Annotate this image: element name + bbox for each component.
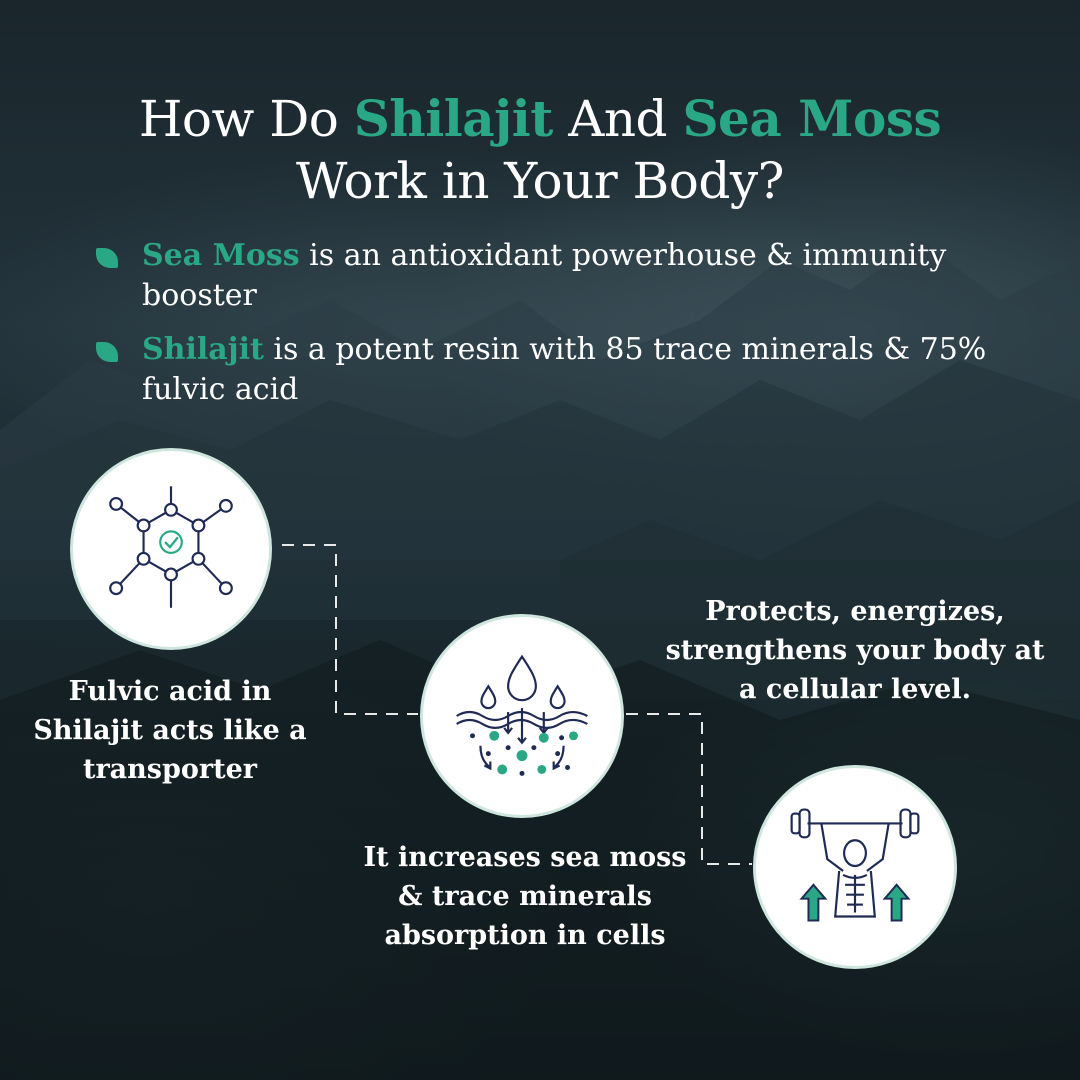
page-title: How Do Shilajit And Sea Moss Work in You… <box>0 88 1080 212</box>
benefit-list: Sea Moss is an antioxidant powerhouse & … <box>96 236 996 424</box>
benefit-item-shilajit: Shilajit is a potent resin with 85 trace… <box>96 330 996 410</box>
molecule-check-icon <box>109 486 233 608</box>
title-highlight-shilajit: Shilajit <box>353 89 554 148</box>
step-caption-strength: Protects, energizes, strengthens your bo… <box>665 596 1045 705</box>
step-circle-strength <box>753 765 957 969</box>
step-circle-transporter <box>70 448 272 650</box>
step-caption-transporter: Fulvic acid in Shilajit acts like a tran… <box>33 676 307 785</box>
benefit-highlight: Shilajit <box>142 332 264 367</box>
title-text-1: How Do <box>138 90 354 148</box>
leaf-bullet-icon <box>96 342 118 362</box>
benefit-item-sea-moss: Sea Moss is an antioxidant powerhouse & … <box>96 236 996 316</box>
title-line-2: Work in Your Body? <box>296 152 784 210</box>
cell-absorption-icon <box>456 654 588 776</box>
benefit-highlight: Sea Moss <box>142 238 300 273</box>
benefit-text: is a potent resin with 85 trace minerals… <box>142 332 987 407</box>
strength-weightlifter-icon <box>790 808 920 922</box>
title-highlight-sea-moss: Sea Moss <box>682 89 942 148</box>
step-circle-absorption <box>420 614 624 818</box>
benefit-text: is an antioxidant powerhouse & immunity … <box>142 238 947 313</box>
title-text-2: And <box>552 90 683 148</box>
leaf-bullet-icon <box>96 248 118 268</box>
step-caption-absorption: It increases sea moss & trace minerals a… <box>363 842 687 951</box>
